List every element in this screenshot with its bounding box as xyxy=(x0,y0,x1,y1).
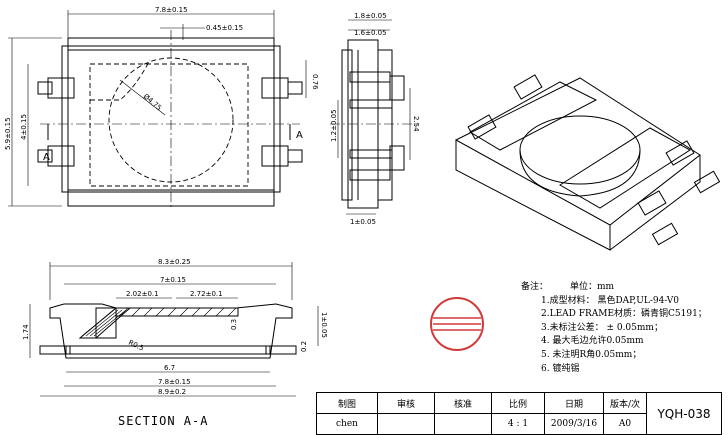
notes-unit: 单位：mm xyxy=(570,282,615,292)
dim-left-step: 2.02±0.1 xyxy=(126,290,159,298)
red-stamp-icon xyxy=(430,297,484,351)
dim-bottom: 1±0.05 xyxy=(350,218,376,226)
dim-foot: 0.2 xyxy=(300,341,308,352)
note-item: 5. 未注明R角0.05mm； xyxy=(541,349,642,360)
note-item: 3.未标注公差： ± 0.05mm； xyxy=(541,322,663,333)
dim-lead-width: 0.76 xyxy=(311,74,319,90)
tb-value-approve xyxy=(434,413,492,435)
dim-floor-width: 6.7 xyxy=(164,364,175,372)
top-view: 7.8±0.15 0.45±0.15 Ø4.75 5.9±0.15 4±0.15 xyxy=(4,6,319,210)
drawing-number: YQH-038 xyxy=(646,392,722,435)
tb-value-scale: 4 : 1 xyxy=(491,413,545,435)
dim-diameter: Ø4.75 xyxy=(142,92,163,112)
dim-section-inner-top: 7±0.15 xyxy=(160,276,186,284)
tb-value-date: 2009/3/16 xyxy=(544,413,604,435)
section-view: 8.3±0.25 7±0.15 2.02±0.1 2.72±0.1 R0.5 1… xyxy=(22,258,328,397)
tb-header-drafter: 制图 xyxy=(316,392,378,414)
dim-width-overall: 7.8±0.15 xyxy=(155,6,188,14)
tb-header-scale: 比例 xyxy=(491,392,545,414)
dim-top-b: 1.6±0.05 xyxy=(354,29,387,37)
note-item: 2.LEAD FRAME材质：磷青铜C5191； xyxy=(541,309,707,320)
tb-value-version: A0 xyxy=(603,413,647,435)
dim-top-a: 1.8±0.05 xyxy=(354,12,387,20)
tb-value-review xyxy=(377,413,435,435)
dim-right-step: 2.72±0.1 xyxy=(190,290,223,298)
notes-block: 备注： 单位：mm 1.成型材料： 黑色DAP,UL-94-V0 2.LEAD … xyxy=(521,281,721,376)
isometric-view xyxy=(454,74,721,251)
tb-header-version: 版本/次 xyxy=(603,392,647,414)
tb-header-review: 审核 xyxy=(377,392,435,414)
dim-section-bottom-overall: 7.8±0.15 xyxy=(158,378,191,386)
title-block: 制图 审核 核准 比例 日期 版本/次 YQH-038 chen 4 : 1 2… xyxy=(316,392,722,435)
note-item: 1.成型材料： 黑色DAP,UL-94-V0 xyxy=(541,295,679,306)
tb-value-drafter: chen xyxy=(316,413,378,435)
tb-header-date: 日期 xyxy=(544,392,604,414)
section-marker-right: A xyxy=(296,130,303,141)
dim-center-height: 1.2±0.05 xyxy=(330,109,338,142)
dim-lip: 0.3 xyxy=(230,319,238,330)
dim-base-overall: 8.9±0.2 xyxy=(158,388,186,396)
dim-height-overall: 5.9±0.15 xyxy=(4,117,12,150)
tb-header-approve: 核准 xyxy=(434,392,492,414)
dim-center-spacing: 0.45±0.15 xyxy=(206,24,243,32)
dim-inner-height: 4±0.15 xyxy=(20,114,28,140)
notes-header: 备注： xyxy=(521,282,549,292)
side-view: 1.8±0.05 1.6±0.05 1.2±0.05 2.54 1±0.05 xyxy=(330,12,420,226)
dim-height-left: 1.74 xyxy=(22,324,30,340)
note-item: 4. 最大毛边允许0.05mm xyxy=(541,336,644,347)
note-item: 6. 镀纯锡 xyxy=(541,363,580,374)
section-caption: SECTION A-A xyxy=(118,414,209,428)
section-marker-left: A xyxy=(43,152,50,163)
dim-height-right: 1±0.05 xyxy=(320,312,328,338)
dim-section-top-overall: 8.3±0.25 xyxy=(158,258,191,266)
dim-lead-pitch: 2.54 xyxy=(412,116,420,132)
dim-radius: R0.5 xyxy=(127,339,145,353)
